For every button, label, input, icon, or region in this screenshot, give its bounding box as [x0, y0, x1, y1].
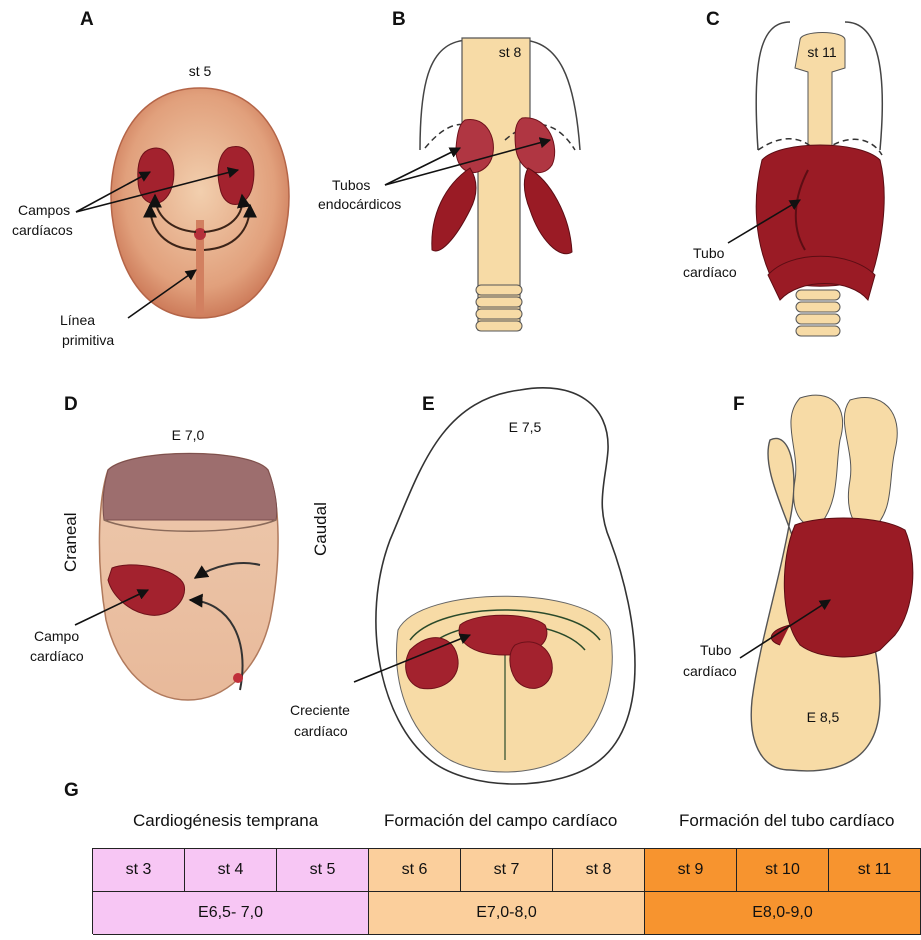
pointer-tubos-1	[385, 148, 460, 185]
posterior-marker-d	[233, 673, 243, 683]
label-campo-line2: cardíaco	[30, 648, 84, 664]
heart-field-left-b	[432, 168, 476, 251]
panel-letter-b: B	[392, 9, 406, 30]
stage-label-d: E 7,0	[172, 427, 205, 443]
label-tubos-line1: Tubos	[332, 177, 370, 193]
panel-d: D E 7,0 Campo cardíaco Craneal Caudal	[30, 394, 330, 700]
stage-label-a: st 5	[189, 63, 212, 79]
stage-cell: st 11	[829, 849, 921, 892]
stage-label-c: st 11	[807, 44, 837, 60]
label-linea-line1: Línea	[60, 312, 95, 328]
stage-cell: st 8	[553, 849, 645, 892]
label-tubos-line2: endocárdicos	[318, 196, 401, 212]
stage-label-e: E 7,5	[509, 419, 542, 435]
heart-tube-f	[784, 518, 913, 657]
label-creciente-line1: Creciente	[290, 702, 350, 718]
cardiac-field-right-a	[218, 146, 254, 204]
label-linea-line2: primitiva	[62, 332, 114, 348]
head-fold-outline-right-c	[845, 22, 882, 150]
panel-f: F Tubo cardíaco E 8,5	[683, 394, 913, 771]
panel-letter-g: G	[64, 780, 79, 801]
label-tubo-f-line1: Tubo	[700, 642, 732, 658]
range-cell-field: E7,0-8,0	[369, 892, 645, 935]
label-tubo-c-line1: Tubo	[693, 245, 725, 261]
range-cell-tube: E8,0-9,0	[645, 892, 921, 935]
stage-label-f: E 8,5	[807, 709, 840, 725]
stage-cell: st 3	[93, 849, 185, 892]
heart-field-right-b	[524, 168, 572, 254]
timeline-table: st 3 st 4 st 5 st 6 st 7 st 8 st 9 st 10…	[92, 848, 921, 934]
panel-letter-e: E	[422, 394, 435, 415]
label-campo-line1: Campo	[34, 628, 79, 644]
stage-cell: st 9	[645, 849, 737, 892]
stage-cell: st 10	[737, 849, 829, 892]
label-creciente-line2: cardíaco	[294, 723, 348, 739]
stage-cell: st 4	[185, 849, 277, 892]
panel-c: C Tubo cardíaco st 11	[683, 9, 884, 336]
head-fold-outline-left-c	[756, 22, 790, 150]
panel-letter-a: A	[80, 9, 94, 30]
stage-label-b: st 8	[499, 44, 522, 60]
label-craneal: Craneal	[61, 512, 80, 572]
label-tubo-c-line2: cardíaco	[683, 264, 737, 280]
label-campos-line1: Campos	[18, 202, 70, 218]
endocardial-tube-right	[515, 118, 555, 173]
panel-b: B Tubos endocárdicos st 8	[318, 9, 580, 331]
stage-cell: st 5	[277, 849, 369, 892]
label-campos-line2: cardíacos	[12, 222, 73, 238]
panel-letter-d: D	[64, 394, 78, 415]
timeline-header-1: Cardiogénesis temprana	[133, 811, 319, 830]
extraembryonic-region-d	[103, 454, 277, 521]
primitive-node	[194, 228, 206, 240]
range-cell-early: E6,5- 7,0	[93, 892, 369, 935]
label-caudal: Caudal	[311, 502, 330, 556]
panel-a: A st 5 Campos cardíacos Línea primitiva	[12, 9, 289, 348]
panel-letter-f: F	[733, 394, 745, 415]
stage-cell: st 7	[461, 849, 553, 892]
timeline-header-2: Formación del campo cardíaco	[384, 811, 617, 830]
timeline-header-3: Formación del tubo cardíaco	[679, 811, 894, 830]
stage-cell: st 6	[369, 849, 461, 892]
panel-letter-c: C	[706, 9, 720, 30]
head-fold-right-f	[844, 397, 897, 530]
label-tubo-f-line2: cardíaco	[683, 663, 737, 679]
panel-e: E Creciente cardíaco E 7,5	[290, 388, 635, 784]
head-fold-left-f	[791, 395, 843, 526]
somites-c	[796, 290, 840, 336]
